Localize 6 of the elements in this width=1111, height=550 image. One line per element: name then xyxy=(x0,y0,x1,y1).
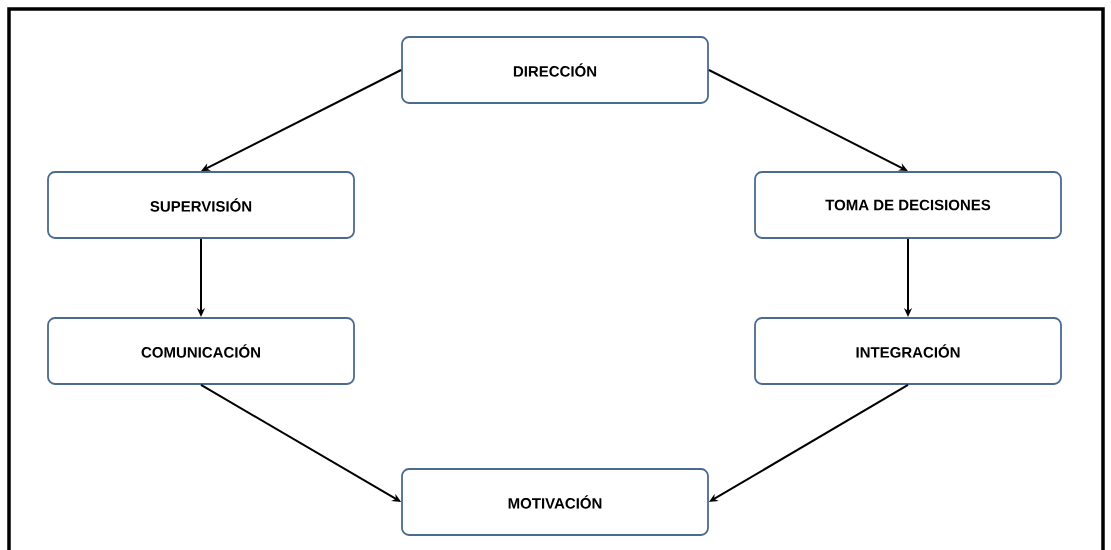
process-box: INTEGRACIÓN xyxy=(754,317,1062,385)
process-box: MOTIVACIÓN xyxy=(401,468,709,536)
process-box: TOMA DE DECISIONES xyxy=(754,171,1062,239)
process-box: COMUNICACIÓN xyxy=(47,317,355,385)
process-box: SUPERVISIÓN xyxy=(47,171,355,239)
process-box: DIRECCIÓN xyxy=(401,36,709,104)
